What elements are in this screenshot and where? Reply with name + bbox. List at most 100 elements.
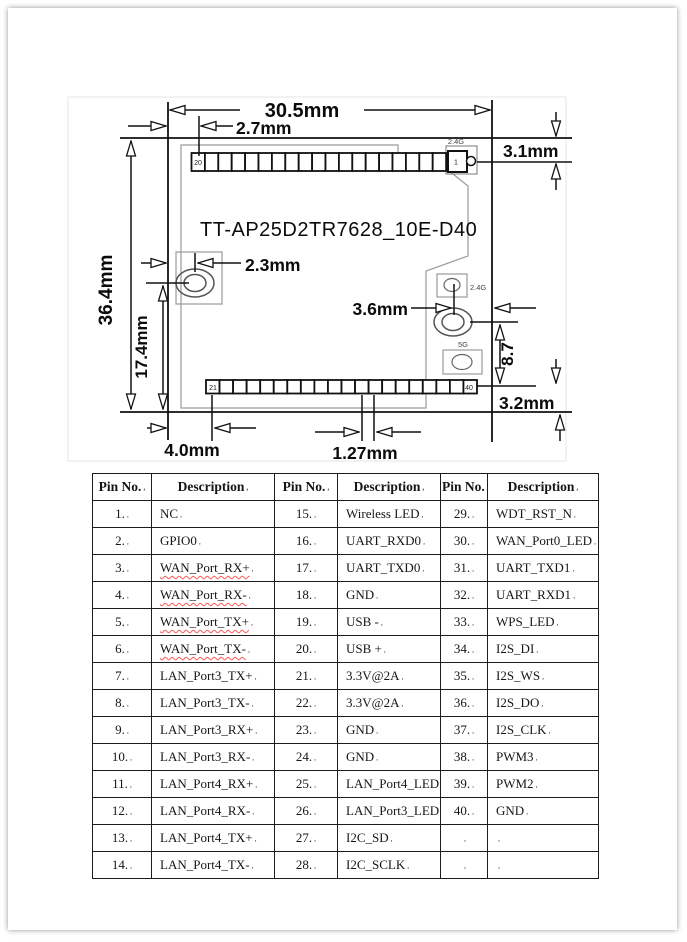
cell-end-marker: , xyxy=(314,753,317,762)
cell-text: 5. xyxy=(115,614,125,629)
cell-end-marker: , xyxy=(126,510,129,519)
dim-hole-offset: 2.3mm xyxy=(245,255,300,275)
pin-no-cell: 24., xyxy=(274,743,338,771)
pin-cell xyxy=(404,152,421,172)
pin-cell xyxy=(284,152,300,172)
header-description: Description, xyxy=(337,473,441,501)
cell-end-marker: , xyxy=(255,780,258,789)
description-cell: WAN_Port0_LED, xyxy=(487,527,599,555)
cell-text: 25. xyxy=(295,776,313,791)
pin-cell xyxy=(337,152,354,172)
pin-no-cell: 35., xyxy=(440,662,488,690)
holes xyxy=(175,268,473,337)
pin-cell xyxy=(364,152,381,172)
antenna-pad-24g-hole xyxy=(443,277,461,293)
cell-text: 14. xyxy=(111,857,129,872)
pin-no-cell: 13., xyxy=(92,824,152,852)
cell-text: I2S_DO xyxy=(496,695,540,710)
pin-cell xyxy=(367,379,384,395)
cell-end-marker: , xyxy=(314,699,317,708)
pin-no-cell: 36., xyxy=(440,689,488,717)
description-cell: WAN_Port_TX+, xyxy=(151,608,275,636)
cell-text: 30. xyxy=(453,533,471,548)
description-cell: LAN_Port4_LED, xyxy=(337,770,441,798)
cell-end-marker: , xyxy=(314,726,317,735)
cell-text: WAN_Port_TX- xyxy=(160,641,246,656)
header-pin-no: Pin No., xyxy=(274,473,338,501)
cell-end-marker: , xyxy=(573,510,576,519)
dim-pin1-vertical: 3.1mm xyxy=(503,141,558,161)
pin-no-cell: 2., xyxy=(92,527,152,555)
cell-text: 36. xyxy=(453,695,471,710)
cell-end-marker: , xyxy=(126,699,129,708)
cell-text: LAN_Port3_RX+ xyxy=(160,722,254,737)
cell-text: 7. xyxy=(115,668,125,683)
cell-end-marker: , xyxy=(130,807,133,816)
cell-text: I2S_WS xyxy=(496,668,541,683)
cell-end-marker: , xyxy=(252,807,255,816)
description-cell: I2S_WS, xyxy=(487,662,599,690)
pin-cell xyxy=(448,379,465,395)
cell-text: 23. xyxy=(295,722,313,737)
pin-no-cell: , xyxy=(440,851,488,879)
cell-text: LAN_Port4_RX+ xyxy=(160,776,254,791)
antenna-hole-outer xyxy=(433,307,473,337)
pin-no-cell: 40., xyxy=(440,797,488,825)
pin-cell xyxy=(270,152,287,172)
pin-no-cell: 32., xyxy=(440,581,488,609)
pin-no-cell: 19., xyxy=(274,608,338,636)
description-cell: UART_RXD0, xyxy=(337,527,441,555)
pin-no-cell: 14., xyxy=(92,851,152,879)
description-cell: I2S_CLK, xyxy=(487,716,599,744)
cell-end-marker: , xyxy=(498,861,500,870)
pin-cell xyxy=(297,152,314,172)
pin-cell xyxy=(311,152,327,172)
pin-no-cell: 12., xyxy=(92,797,152,825)
cell-text: WAN_Port_RX+ xyxy=(160,560,250,575)
description-cell: GPIO0, xyxy=(151,527,275,555)
table-row: 3.,WAN_Port_RX+,17.,UART_TXD0,31.,UART_T… xyxy=(92,554,599,582)
description-cell: GND, xyxy=(487,797,599,825)
table-row: 6.,WAN_Port_TX-,20.,USB +,34.,I2S_DI, xyxy=(92,635,599,663)
pin-cell xyxy=(378,152,394,172)
cell-end-marker: , xyxy=(472,672,475,681)
table-row: 7.,LAN_Port3_TX+,21.,3.3V@2A,35.,I2S_WS, xyxy=(92,662,599,690)
cell-text: I2C_SD xyxy=(346,830,389,845)
cell-end-marker: , xyxy=(542,672,545,681)
cell-text: 1. xyxy=(115,506,125,521)
cell-end-marker: , xyxy=(472,537,475,546)
cell-text: GND xyxy=(496,803,525,818)
pin-cell xyxy=(230,152,246,172)
pin-cell xyxy=(245,379,262,395)
cell-end-marker: , xyxy=(126,537,129,546)
pin-cell xyxy=(431,152,448,172)
cell-text: 26. xyxy=(295,803,313,818)
cell-end-marker: , xyxy=(314,591,317,600)
cell-end-marker: , xyxy=(380,618,383,627)
pin-no-cell: 18., xyxy=(274,581,338,609)
cell-text: GND xyxy=(346,749,375,764)
pin-cell xyxy=(286,379,302,395)
pin-no-cell: 10., xyxy=(92,743,152,771)
cell-end-marker: , xyxy=(327,483,330,492)
pin-no-cell: 1., xyxy=(92,500,152,528)
cell-text: PWM3 xyxy=(496,749,534,764)
cell-end-marker: , xyxy=(573,591,576,600)
pin-cell xyxy=(313,379,329,395)
cell-text: 2. xyxy=(115,533,125,548)
module-title: TT-AP25D2TR7628_10E-D40 xyxy=(200,219,477,241)
cell-end-marker: , xyxy=(464,834,466,843)
pin-cell xyxy=(327,379,343,395)
cell-end-marker: , xyxy=(464,861,466,870)
antenna-pad-24g-box xyxy=(436,273,468,298)
pin-no-cell: 8., xyxy=(92,689,152,717)
cell-end-marker: , xyxy=(535,780,538,789)
cell-end-marker: , xyxy=(407,861,410,870)
cell-text: 15. xyxy=(295,506,313,521)
pin-no-cell: , xyxy=(440,824,488,852)
table-row: 2.,GPIO0,16.,UART_RXD0,30.,WAN_Port0_LED… xyxy=(92,527,599,555)
pin-cell xyxy=(421,379,438,395)
cell-text: NC xyxy=(160,506,179,521)
cell-end-marker: , xyxy=(314,780,317,789)
